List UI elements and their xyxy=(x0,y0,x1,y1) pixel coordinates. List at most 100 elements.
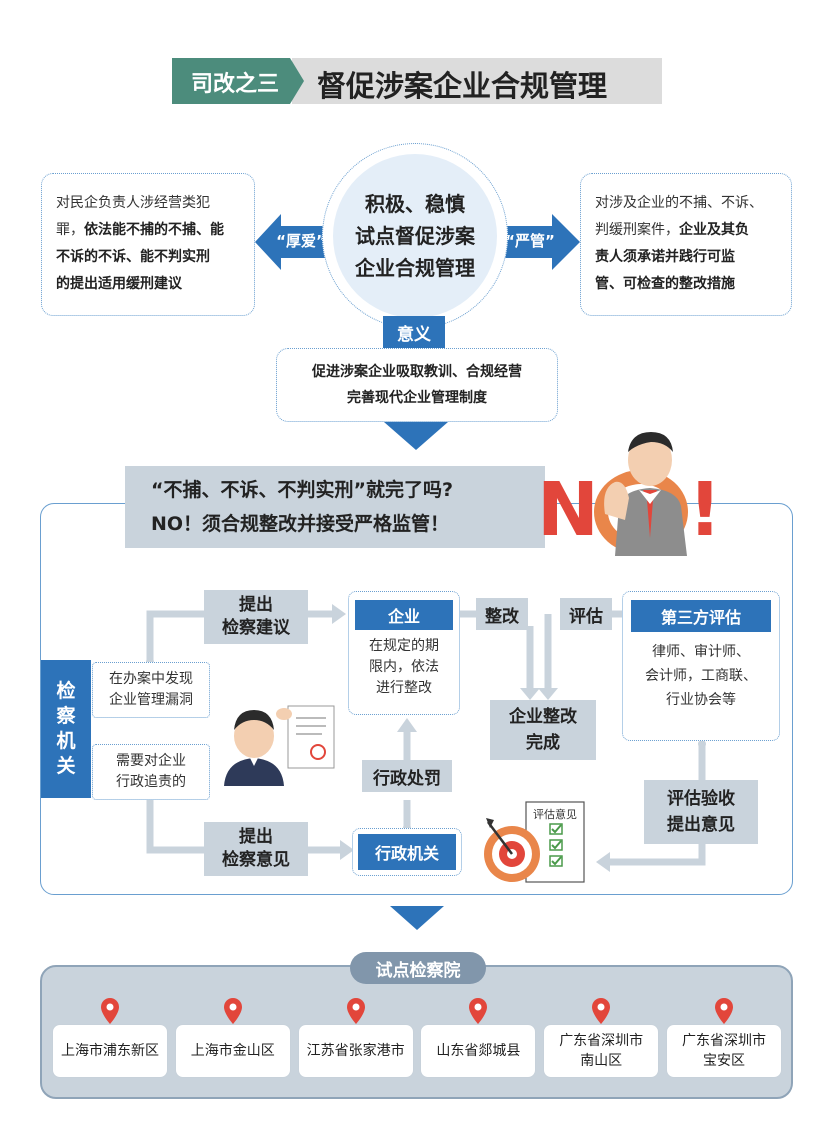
suggest-opinion-line2: 检察意见 xyxy=(222,850,290,870)
suggest-opinion-box: 提出 检察意见 xyxy=(204,822,308,876)
procuratorate-label: 检 察 机 关 xyxy=(41,660,91,798)
pilot-title: 试点检察院 xyxy=(350,952,486,984)
enterprise-body-line2: 限内，依法 xyxy=(369,659,439,675)
lenient-line3: 不诉的不诉、能不判实刑 xyxy=(56,249,210,265)
strict-box: 对涉及企业的不捕、不诉、 判缓刑案件，企业及其负 责人须承诺并践行可监 管、可检… xyxy=(580,173,792,316)
no-exclamation: ! xyxy=(688,467,722,553)
meaning-box: 促进涉案企业吸取教训、合规经营 完善现代企业管理制度 xyxy=(276,348,558,422)
rectify-box: 整改 xyxy=(476,598,528,630)
strict-label: “严管” xyxy=(505,232,555,250)
location-pin-icon xyxy=(592,998,611,1024)
admin-liability-line2: 行政追责的 xyxy=(116,774,186,790)
admin-penalty-box: 行政处罚 xyxy=(362,760,452,792)
accept-line2: 提出意见 xyxy=(667,815,735,835)
evaluation-doc-label: 评估意见 xyxy=(533,808,577,821)
pilot-city-6-line1: 广东省深圳市 xyxy=(681,1033,766,1049)
pilot-city-6-label: 广东省深圳市 宝安区 xyxy=(665,1024,782,1078)
banner-line1: “不捕、不诉、不判实刑”就完了吗? xyxy=(151,479,453,501)
third-party-head: 第三方评估 xyxy=(631,600,771,632)
page-title: 督促涉案企业合规管理 xyxy=(317,69,608,103)
location-pin-icon xyxy=(714,998,733,1024)
pilot-city-5-label: 广东省深圳市 南山区 xyxy=(543,1024,660,1078)
lenient-line4: 的提出适用缓刑建议 xyxy=(56,276,182,292)
suggest-proposal-line1: 提出 xyxy=(239,595,273,615)
done-line1: 企业整改 xyxy=(509,707,577,727)
third-party-line2: 会计师，工商联、 xyxy=(645,668,757,684)
banner-line2: NO！须合规整改并接受严格监管！ xyxy=(151,513,450,535)
header-bg xyxy=(172,58,662,104)
right-arrow-shape xyxy=(496,214,580,270)
location-pin-icon xyxy=(469,998,488,1024)
enterprise-body: 在规定的期 限内，依法 进行整改 xyxy=(355,636,453,699)
pilot-city-2-label: 上海市金山区 xyxy=(174,1024,291,1078)
pilot-city-6-line2: 宝安区 xyxy=(702,1053,745,1069)
pilot-city-3-label: 江苏省张家港市 xyxy=(297,1024,414,1078)
pilot-city-5: 广东省深圳市 南山区 xyxy=(543,998,660,1082)
found-issue-line2: 企业管理漏洞 xyxy=(109,692,193,708)
center-circle-inner: 积极、稳慎 试点督促涉案 企业合规管理 xyxy=(333,154,497,318)
procuratorate-char-4: 关 xyxy=(56,755,76,777)
accept-line1: 评估验收 xyxy=(667,789,735,809)
procuratorate-char-3: 机 xyxy=(56,730,76,752)
pilot-city-5-line2: 南山区 xyxy=(580,1053,623,1069)
pilot-city-4-label: 山东省郯城县 xyxy=(420,1024,537,1078)
enterprise-body-line1: 在规定的期 xyxy=(369,638,439,654)
third-party-line1: 律师、审计师、 xyxy=(652,644,750,660)
header: 司改之三 督促涉案企业合规管理 xyxy=(172,58,662,104)
enterprise-box: 企业 在规定的期 限内，依法 进行整改 xyxy=(348,591,460,715)
pilot-city-1: 上海市浦东新区 xyxy=(52,998,168,1082)
evaluate-box: 评估 xyxy=(560,598,612,630)
meaning-label: 意义 xyxy=(383,316,445,348)
pilot-city-1-label: 上海市浦东新区 xyxy=(52,1024,168,1078)
pilot-city-6: 广东省深圳市 宝安区 xyxy=(665,998,782,1082)
suggest-proposal-box: 提出 检察建议 xyxy=(204,590,308,644)
rectification-done-box: 企业整改 完成 xyxy=(490,700,596,760)
meaning-line1: 促进涉案企业吸取教训、合规经营 xyxy=(312,364,522,380)
lenient-label: “厚爱” xyxy=(276,232,326,250)
strict-line3: 责人须承诺并践行可监 xyxy=(595,249,735,265)
banner: “不捕、不诉、不判实刑”就完了吗? NO！须合规整改并接受严格监管！ xyxy=(125,466,545,548)
strict-line2-bold: 企业及其负 xyxy=(679,222,749,238)
down-arrow-1 xyxy=(384,422,448,450)
enterprise-body-line3: 进行整改 xyxy=(376,680,432,696)
pilot-city-2: 上海市金山区 xyxy=(174,998,291,1082)
suggest-proposal-line2: 检察建议 xyxy=(222,618,290,638)
third-party-line3: 行业协会等 xyxy=(666,692,736,708)
admin-liability-line1: 需要对企业 xyxy=(116,753,186,769)
left-arrow-shape xyxy=(255,214,335,270)
lenient-box: 对民企负责人涉经营类犯 罪，依法能不捕的不捕、能 不诉的不诉、能不判实刑 的提出… xyxy=(41,173,255,316)
procuratorate-char-1: 检 xyxy=(56,680,76,702)
admin-liability-box: 需要对企业 行政追责的 xyxy=(92,744,210,800)
suggest-opinion-line1: 提出 xyxy=(239,827,273,847)
third-party-box: 第三方评估 律师、审计师、 会计师，工商联、 行业协会等 xyxy=(622,591,780,741)
done-line2: 完成 xyxy=(526,733,560,753)
lenient-line2-bold: 依法能不捕的不捕、能 xyxy=(84,222,224,238)
strict-line1: 对涉及企业的不捕、不诉、 xyxy=(595,195,763,211)
found-issue-line1: 在办案中发现 xyxy=(109,671,193,687)
accept-box: 评估验收 提出意见 xyxy=(644,780,758,844)
admin-agency-head: 行政机关 xyxy=(358,834,456,870)
man-stop-icon xyxy=(604,432,687,556)
center-line1: 积极、稳慎 xyxy=(365,192,465,216)
pilot-city-row: 上海市浦东新区 上海市金山区 江苏省张家港市 山东省郯城县 广东省深圳市 南山区… xyxy=(52,998,782,1082)
pilot-city-4: 山东省郯城县 xyxy=(420,998,537,1082)
target-evaluation-icon xyxy=(484,801,585,883)
center-line2: 试点督促涉案 xyxy=(355,224,475,248)
procuratorate-char-2: 察 xyxy=(56,705,76,727)
pilot-city-5-line1: 广东省深圳市 xyxy=(559,1033,644,1049)
pilot-city-3: 江苏省张家港市 xyxy=(297,998,414,1082)
location-pin-icon xyxy=(223,998,242,1024)
location-pin-icon xyxy=(346,998,365,1024)
location-pin-icon xyxy=(101,998,119,1024)
strict-line4: 管、可检查的整改措施 xyxy=(595,276,735,292)
header-tag: 司改之三 xyxy=(190,72,279,97)
center-circle: 积极、稳慎 试点督促涉案 企业合规管理 xyxy=(322,143,508,329)
strict-line2: 判缓刑案件，企业及其负 xyxy=(595,217,783,244)
center-line3: 企业合规管理 xyxy=(355,256,475,280)
meaning-line2: 完善现代企业管理制度 xyxy=(347,390,487,406)
found-issue-box: 在办案中发现 企业管理漏洞 xyxy=(92,662,210,718)
lenient-line1: 对民企负责人涉经营类犯 xyxy=(56,195,210,211)
down-arrow-2 xyxy=(390,906,444,930)
no-letter-n: N xyxy=(537,467,599,553)
third-party-body: 律师、审计师、 会计师，工商联、 行业协会等 xyxy=(631,640,771,712)
